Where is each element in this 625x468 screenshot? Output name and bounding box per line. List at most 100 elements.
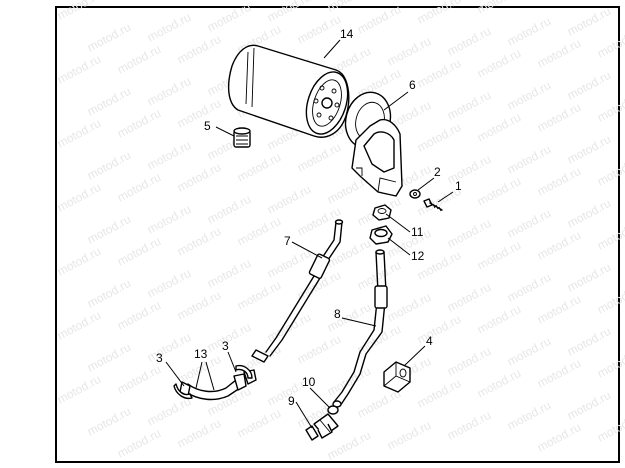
watermark-text: motod.ru <box>445 216 493 251</box>
watermark-text: motod.ru <box>565 196 613 231</box>
watermark-text: motod.ru <box>505 270 553 305</box>
fitting-part-12 <box>369 225 393 245</box>
watermark-text: motod.ru <box>325 0 373 15</box>
watermark-text: motod.ru <box>115 362 163 397</box>
watermark-text: motod.ru <box>55 52 103 87</box>
nut-part <box>372 204 392 221</box>
clamp-part <box>383 361 411 393</box>
washer-part <box>409 189 421 199</box>
fitting-part-5 <box>233 127 251 148</box>
watermark-text: motod.ru <box>205 192 253 227</box>
watermark-text: motod.ru <box>175 288 223 323</box>
watermark-text: motod.ru <box>475 238 523 273</box>
filter-mount-part <box>344 91 403 197</box>
callout-6: 6 <box>409 78 416 92</box>
watermark-text: motod.ru <box>85 20 133 55</box>
watermark-text: motod.ru <box>595 26 625 61</box>
watermark-text: motod.ru <box>115 298 163 333</box>
watermark-text: motod.ru <box>175 416 223 451</box>
callout-2: 2 <box>434 165 441 179</box>
watermark-text: motod.ru <box>115 426 163 461</box>
watermark-text: motod.ru <box>535 420 583 455</box>
hose-clamp-left <box>173 383 193 400</box>
watermark-text: motod.ru <box>295 140 343 175</box>
watermark-text: motod.ru <box>565 324 613 359</box>
watermark-text: motod.ru <box>445 88 493 123</box>
watermark-text: motod.ru <box>475 110 523 145</box>
watermark-text: motod.ru <box>55 308 103 343</box>
watermark-text: motod.ru <box>85 276 133 311</box>
watermark-text: motod.ru <box>475 302 523 337</box>
hose-clamp-right <box>235 364 253 379</box>
watermark-text: motod.ru <box>565 260 613 295</box>
watermark-text: motod.ru <box>235 214 283 249</box>
watermark-text: motod.ru <box>385 418 433 453</box>
watermark-text: motod.ru <box>205 0 253 35</box>
watermark-text: motod.ru <box>595 90 625 125</box>
watermark-text: motod.ru <box>505 142 553 177</box>
watermark-text: motod.ru <box>85 212 133 247</box>
watermark-text: motod.ru <box>55 116 103 151</box>
watermark-text: motod.ru <box>595 218 625 253</box>
callout-12: 12 <box>411 249 425 263</box>
watermark-text: motod.ru <box>295 12 343 47</box>
watermark-text: motod.ru <box>595 154 625 189</box>
watermark-text: motod.ru <box>415 120 463 155</box>
callout-11: 11 <box>411 225 424 239</box>
watermark-text: motod.ru <box>565 68 613 103</box>
watermark-text: motod.ru <box>445 408 493 443</box>
watermark-text: motod.ru <box>475 46 523 81</box>
watermark-text: motod.ru <box>145 202 193 237</box>
callout-5: 5 <box>204 119 211 133</box>
watermark-text: motod.ru <box>535 292 583 327</box>
watermark-text: motod.ru <box>115 42 163 77</box>
callout-4: 4 <box>426 334 433 348</box>
watermark-text: motod.ru <box>145 74 193 109</box>
watermark-text: motod.ru <box>505 334 553 369</box>
watermark-text: motod.ru <box>325 300 373 335</box>
watermark-text: motod.ru <box>535 356 583 391</box>
watermark-text: motod.ru <box>85 404 133 439</box>
oil-line-8 <box>332 249 388 408</box>
callout-9: 9 <box>288 394 295 408</box>
watermark-text: motod.ru <box>55 180 103 215</box>
sensor-part <box>305 413 339 441</box>
watermark-text: motod.ru <box>415 56 463 91</box>
watermark-text: motod.ru <box>595 282 625 317</box>
watermark-text: motod.ru <box>145 330 193 365</box>
watermark-text: motod.ru <box>175 224 223 259</box>
watermark-text: motod.ru <box>475 0 523 17</box>
watermark-text: motod.ru <box>595 410 625 445</box>
watermark-text: motod.ru <box>235 150 283 185</box>
watermark-text: motod.ru <box>415 312 463 347</box>
watermark-text: motod.ru <box>175 96 223 131</box>
watermark-text: motod.ru <box>595 346 625 381</box>
watermark-text: motod.ru <box>475 174 523 209</box>
callout-13: 13 <box>194 347 208 361</box>
watermark-text: motod.ru <box>85 84 133 119</box>
watermark-text: motod.ru <box>475 366 523 401</box>
callout-3-right: 3 <box>222 339 229 353</box>
watermark-text: motod.ru <box>415 0 463 27</box>
watermark-text: motod.ru <box>565 132 613 167</box>
watermark-text: motod.ru <box>115 170 163 205</box>
watermark-text: motod.ru <box>265 0 313 25</box>
watermark-text: motod.ru <box>325 428 373 463</box>
watermark-text: motod.ru <box>265 182 313 217</box>
callout-3-left: 3 <box>156 351 163 365</box>
leader-lines <box>165 39 454 429</box>
watermark-text: motod.ru <box>505 78 553 113</box>
watermark-text: motod.ru <box>205 256 253 291</box>
watermark-text: motod.ru <box>205 384 253 419</box>
watermark-text: motod.ru <box>145 266 193 301</box>
watermark-text: motod.ru <box>235 278 283 313</box>
watermark-text: motod.ru <box>535 36 583 71</box>
watermark-text: motod.ru <box>115 106 163 141</box>
watermark-text: motod.ru <box>145 10 193 45</box>
o-ring-part <box>327 405 339 415</box>
watermark-text: motod.ru <box>295 332 343 367</box>
watermark-text: motod.ru <box>145 394 193 429</box>
watermark-text: motod.ru <box>85 148 133 183</box>
